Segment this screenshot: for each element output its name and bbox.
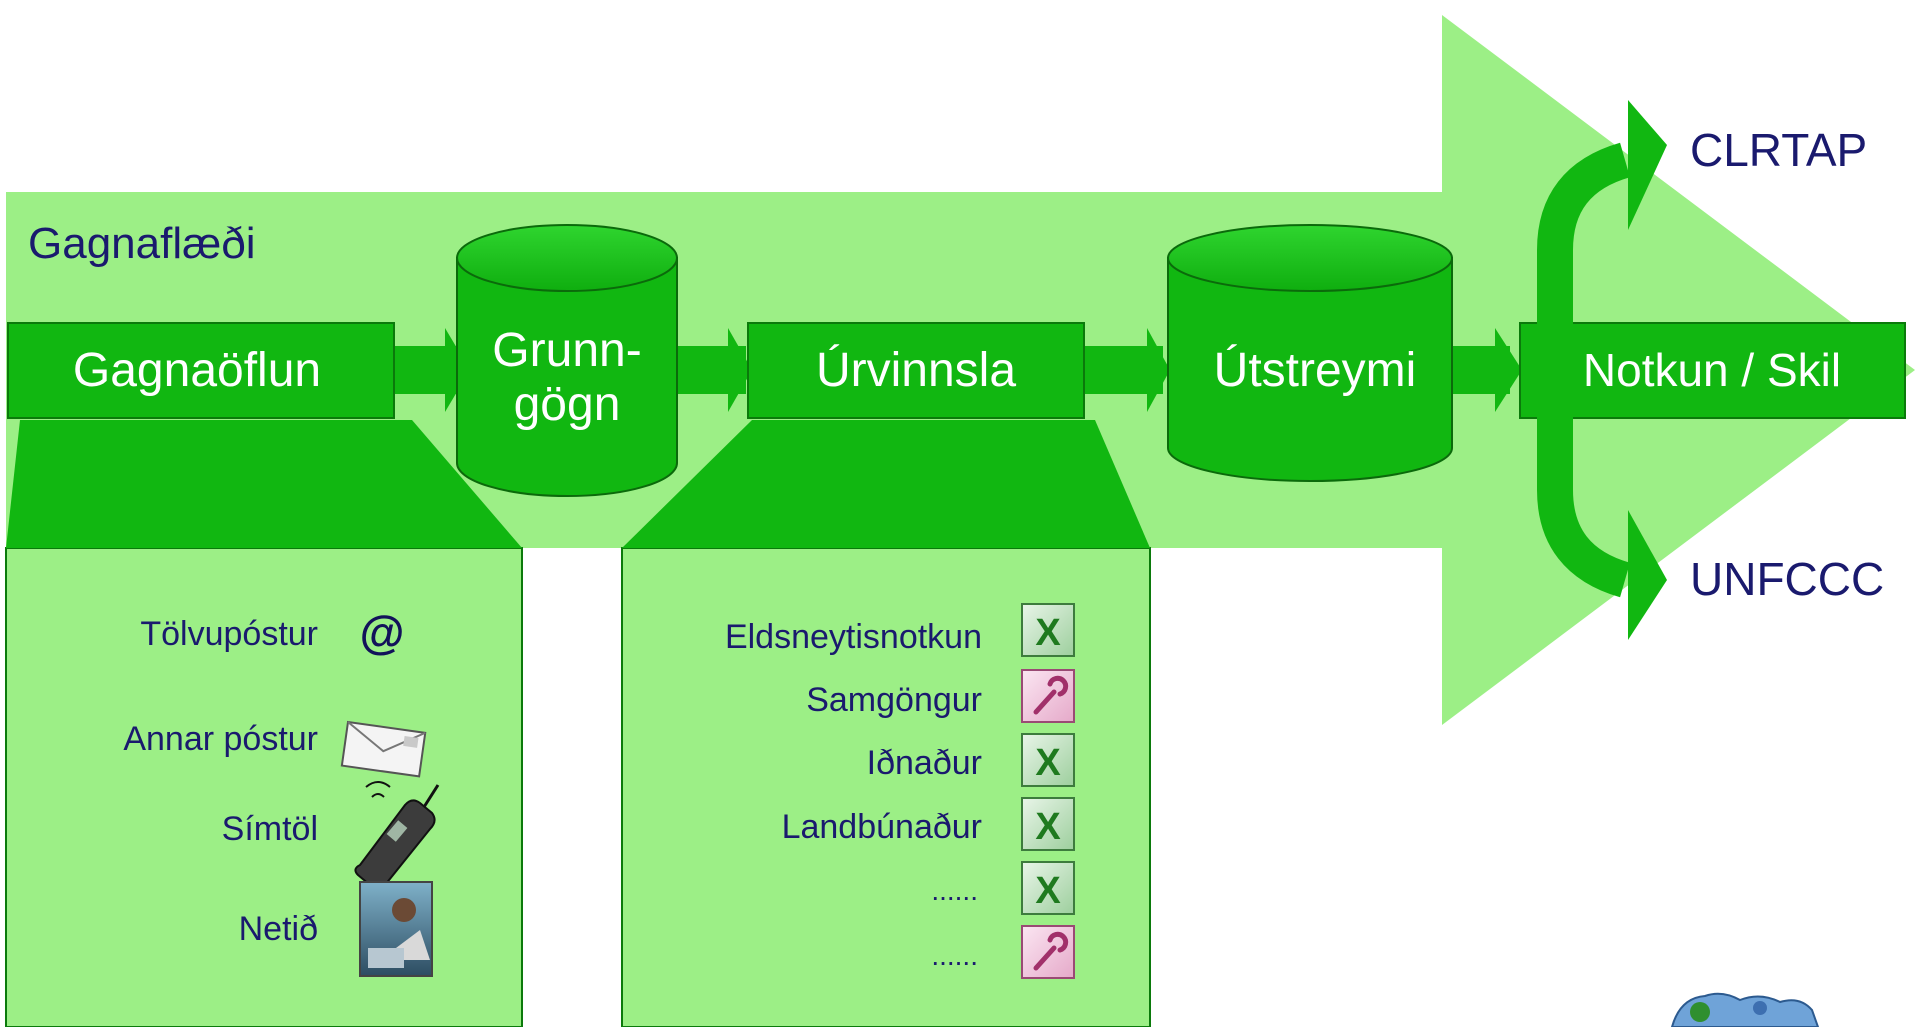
collection-callout (6, 420, 522, 548)
source-label-1: Eldsneytisnotkun (725, 618, 982, 656)
stage-urvinnsla-label: Úrvinnsla (816, 343, 1016, 397)
logo-icon (1670, 992, 1820, 1027)
output-clrtap: CLRTAP (1690, 124, 1867, 176)
stage-gagnaoflun-label: Gagnaöflun (73, 344, 321, 397)
source-label-5: ...... (931, 875, 978, 906)
svg-text:X: X (1035, 612, 1061, 654)
stage-gagnaoflun-box (7, 322, 395, 419)
stage-utstreymi-label: Útstreymi (1214, 343, 1417, 397)
connector-2-head (728, 328, 752, 412)
source-label-4: Landbúnaður (782, 808, 982, 846)
excel-file-icon: X (1021, 797, 1075, 851)
processing-callout (622, 420, 1150, 548)
person-at-computer-icon (359, 881, 433, 977)
diagram-title: Gagnaflæði (28, 219, 255, 268)
stage-utstreymi-cylinder (1167, 224, 1453, 482)
stage-grunngogn-label-line2: gögn (514, 378, 621, 431)
svg-text:@: @ (360, 606, 405, 658)
method-email-label: Tölvupóstur (140, 615, 318, 653)
branch-arrows (1537, 100, 1667, 640)
connector-3-head (1147, 328, 1170, 412)
stage-grunngogn-label-line1: Grunn- (492, 324, 641, 377)
svg-text:X: X (1035, 870, 1061, 912)
method-phone-label: Símtöl (222, 810, 318, 848)
excel-file-icon: X (1021, 733, 1075, 787)
connector-4-head (1495, 328, 1522, 412)
envelope-icon (340, 720, 427, 778)
access-file-icon (1021, 925, 1075, 979)
method-web-label: Netið (239, 910, 318, 948)
output-unfccc: UNFCCC (1690, 553, 1884, 605)
stage-grunngogn-cylinder (456, 224, 678, 497)
mobile-phone-icon (354, 781, 440, 889)
stage-notkun-box (1519, 322, 1906, 419)
access-file-icon (1021, 669, 1075, 723)
excel-file-icon: X (1021, 861, 1075, 915)
source-label-6: ...... (931, 940, 978, 971)
method-post-label: Annar póstur (123, 720, 318, 758)
source-label-2: Samgöngur (806, 681, 982, 719)
stage-notkun-label: Notkun / Skil (1583, 344, 1841, 396)
stage-urvinnsla-box (747, 322, 1085, 419)
at-sign-icon: @ (360, 606, 405, 658)
excel-file-icon: X (1021, 603, 1075, 657)
source-label-3: Iðnaður (867, 744, 982, 782)
svg-text:X: X (1035, 806, 1061, 848)
svg-text:X: X (1035, 742, 1061, 784)
